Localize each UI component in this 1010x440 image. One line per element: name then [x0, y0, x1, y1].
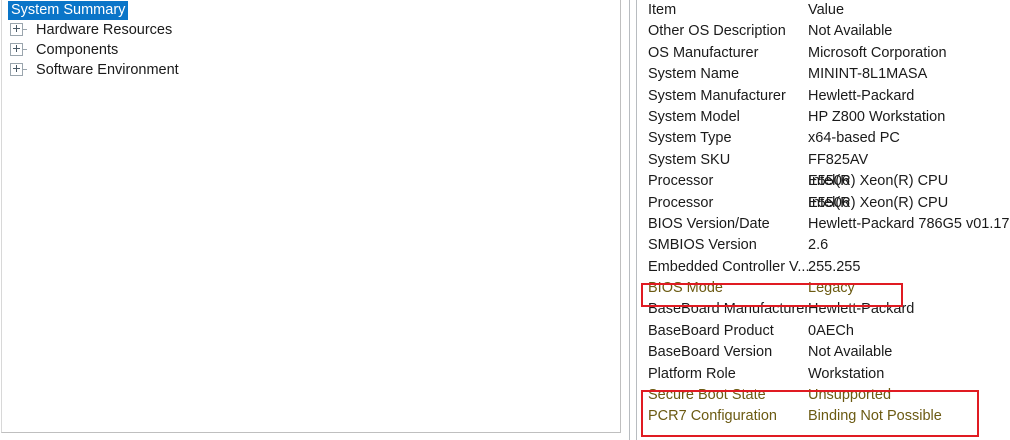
details-row-value: Not Available — [808, 344, 893, 361]
tree-item-software-environment[interactable]: Software Environment — [2, 60, 620, 80]
details-row-value: Hewlett-Packard — [808, 87, 915, 104]
details-row-item: BIOS Version/Date — [648, 215, 770, 232]
tree-item-components[interactable]: Components — [2, 40, 620, 60]
details-row-value: Hewlett-Packard 786G5 v01.17, 8/ — [808, 215, 1010, 232]
details-row-item: System Name — [648, 66, 740, 83]
details-row[interactable]: BIOS Version/Date Hewlett-Packard 786G5 … — [638, 214, 1010, 235]
details-row-item: PCR7 Configuration — [648, 408, 777, 425]
details-row[interactable]: Processor Intel(R) Xeon(R) CPU E5506 — [638, 193, 1010, 214]
details-row-item: Processor — [648, 173, 714, 190]
details-row[interactable]: System Model HP Z800 Workstation — [638, 107, 1010, 128]
navigation-tree-pane[interactable]: System Summary Hardware Resources Compon… — [1, 0, 621, 433]
splitter-line-right — [636, 0, 637, 440]
details-row[interactable]: System Name MININT-8L1MASA — [638, 64, 1010, 85]
details-row[interactable]: Platform Role Workstation — [638, 364, 1010, 385]
tree-connector-line — [23, 28, 27, 30]
tree-item-system-summary-label: System Summary — [8, 1, 129, 20]
details-row-value: Intel(R) Xeon(R) CPU — [808, 194, 949, 211]
tree-item-software-environment-label: Software Environment — [36, 62, 179, 79]
details-row-item: Embedded Controller V... — [648, 258, 808, 275]
details-row-value: Legacy — [808, 280, 855, 297]
column-header-item[interactable]: Item — [648, 2, 677, 18]
details-row-value: FF825AV — [808, 151, 869, 168]
details-row-bios-mode[interactable]: BIOS Mode Legacy — [638, 278, 1010, 299]
details-row-item: BaseBoard Version — [648, 344, 773, 361]
details-row-secure-boot-state[interactable]: Secure Boot State Unsupported — [638, 385, 1010, 406]
details-row[interactable]: BaseBoard Version Not Available — [638, 342, 1010, 363]
pane-splitter[interactable] — [629, 0, 638, 440]
details-row-value-tail: E5506 — [808, 173, 850, 190]
column-header-value[interactable]: Value — [808, 2, 845, 18]
details-row-item: Secure Boot State — [648, 387, 766, 404]
details-row[interactable]: BaseBoard Manufacturer Hewlett-Packard — [638, 299, 1010, 320]
details-row-item: System SKU — [648, 151, 731, 168]
details-row-value: Intel(R) Xeon(R) CPU — [808, 173, 949, 190]
details-row-item: SMBIOS Version — [648, 237, 757, 254]
details-row-value: Workstation — [808, 365, 885, 382]
details-row-item: BaseBoard Product — [648, 322, 774, 339]
details-row-item: System Manufacturer — [648, 87, 786, 104]
details-row-item: OS Manufacturer — [648, 44, 759, 61]
details-row[interactable]: BaseBoard Product 0AECh — [638, 321, 1010, 342]
details-row-value: Hewlett-Packard — [808, 301, 915, 318]
details-list-pane[interactable]: Item Value Other OS Description Not Avai… — [638, 0, 1010, 440]
details-row[interactable]: System SKU FF825AV — [638, 150, 1010, 171]
details-row-item: Processor — [648, 194, 714, 211]
tree-item-components-label: Components — [36, 42, 119, 59]
splitter-line-left — [629, 0, 630, 440]
details-row[interactable]: Other OS Description Not Available — [638, 21, 1010, 42]
details-row-value: 255.255 — [808, 258, 861, 275]
tree-item-hardware-resources-label: Hardware Resources — [36, 22, 173, 39]
details-row-item: BIOS Mode — [648, 280, 723, 297]
tree-item-hardware-resources[interactable]: Hardware Resources — [2, 20, 620, 40]
details-header-row: Item Value — [638, 0, 1010, 21]
details-row-pcr7-configuration[interactable]: PCR7 Configuration Binding Not Possible — [638, 406, 1010, 427]
tree-item-system-summary[interactable]: System Summary — [2, 0, 620, 20]
expand-plus-icon[interactable] — [10, 42, 23, 56]
details-row-value: Binding Not Possible — [808, 408, 942, 425]
details-row-value-tail: E5506 — [808, 194, 850, 211]
tree-connector-line — [23, 48, 27, 50]
expand-plus-icon[interactable] — [10, 22, 23, 36]
details-row-value: 0AECh — [808, 322, 854, 339]
details-row[interactable]: OS Manufacturer Microsoft Corporation — [638, 43, 1010, 64]
details-row-value: Not Available — [808, 23, 893, 40]
details-row-item: System Model — [648, 108, 740, 125]
details-row[interactable]: Processor Intel(R) Xeon(R) CPU E5506 — [638, 171, 1010, 192]
details-row-item: BaseBoard Manufacturer — [648, 301, 808, 318]
tree-connector-line — [23, 68, 27, 70]
details-row[interactable]: Embedded Controller V... 255.255 — [638, 257, 1010, 278]
details-row-item: Platform Role — [648, 365, 736, 382]
details-row-value: Microsoft Corporation — [808, 44, 947, 61]
expand-plus-icon[interactable] — [10, 62, 23, 76]
details-row[interactable]: System Manufacturer Hewlett-Packard — [638, 86, 1010, 107]
details-row-value: MININT-8L1MASA — [808, 66, 928, 83]
details-row-value: HP Z800 Workstation — [808, 108, 946, 125]
details-row[interactable]: SMBIOS Version 2.6 — [638, 235, 1010, 256]
details-row[interactable]: System Type x64-based PC — [638, 128, 1010, 149]
details-row-value: 2.6 — [808, 237, 829, 254]
details-row-item: System Type — [648, 130, 732, 147]
details-row-value: Unsupported — [808, 387, 892, 404]
details-row-item: Other OS Description — [648, 23, 786, 40]
details-row-value: x64-based PC — [808, 130, 900, 147]
